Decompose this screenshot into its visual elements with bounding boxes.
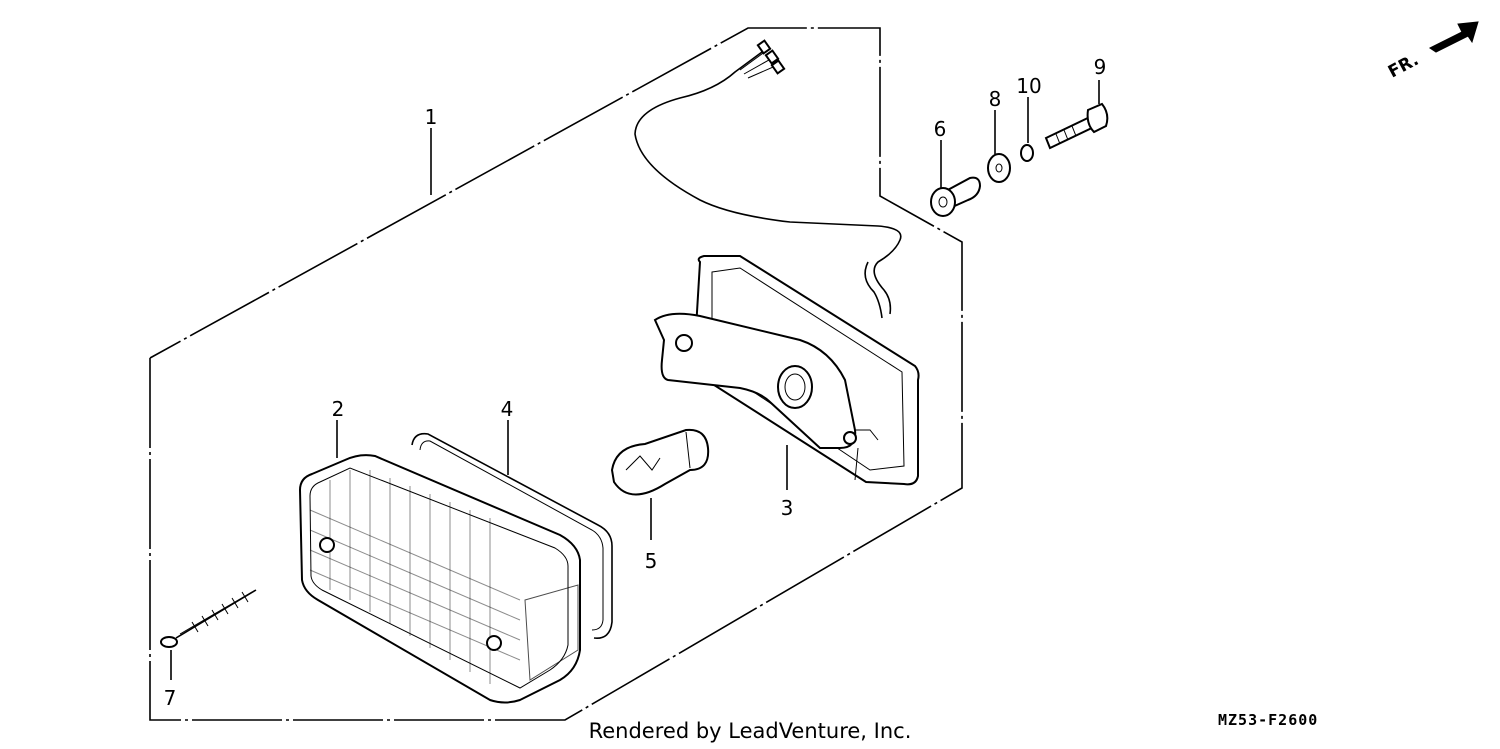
bolt-part[interactable] (1044, 102, 1109, 150)
callout-10[interactable]: 10 (1016, 74, 1041, 98)
collar-part[interactable] (930, 176, 982, 217)
callout-2[interactable]: 2 (332, 397, 345, 421)
callout-1[interactable]: 1 (425, 105, 438, 129)
callout-8[interactable]: 8 (989, 87, 1002, 111)
bulb-part[interactable] (610, 428, 710, 496)
callout-4[interactable]: 4 (501, 397, 514, 421)
gasket-part[interactable] (411, 432, 613, 639)
wire-harness-part[interactable] (634, 39, 902, 319)
callout-5[interactable]: 5 (645, 549, 658, 573)
lens-part[interactable] (298, 454, 581, 704)
front-direction-indicator: FR. (1385, 21, 1479, 82)
direction-arrow-icon (1429, 21, 1479, 53)
assembly-outline (149, 27, 963, 721)
leader-lines (170, 80, 1100, 680)
direction-label: FR. (1385, 50, 1422, 82)
diagram-code: MZ53-F2600 (1218, 711, 1318, 729)
credit-text: Rendered by LeadVenture, Inc. (589, 719, 912, 743)
washer-part[interactable] (987, 153, 1011, 183)
lock-washer-part[interactable] (1020, 144, 1034, 162)
screw-part[interactable] (160, 589, 257, 648)
housing-part[interactable] (653, 255, 920, 486)
callout-3[interactable]: 3 (781, 496, 794, 520)
callout-7[interactable]: 7 (164, 686, 177, 710)
callout-6[interactable]: 6 (934, 117, 947, 141)
callout-9[interactable]: 9 (1094, 55, 1107, 79)
